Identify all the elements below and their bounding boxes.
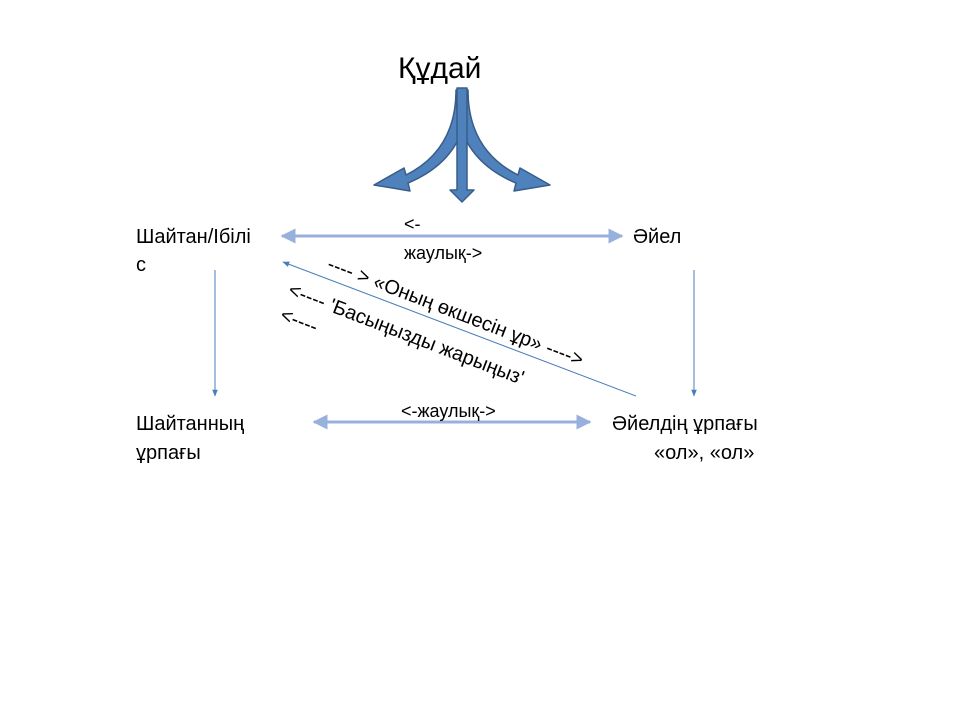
curved-arrow-left	[373, 89, 469, 192]
satan-label-line2: с	[136, 254, 146, 276]
divine-arrow-icon	[373, 87, 551, 203]
woman-seed-label-line2: «ол», «ол»	[654, 442, 755, 464]
woman-seed-label-line1: Әйелдің ұрпағы	[612, 413, 758, 435]
straight-arrow-down	[449, 87, 475, 203]
diagonal-arrow	[282, 261, 637, 397]
enmity-bottom-label: <-жаулық->	[401, 401, 496, 421]
enmity-top-label-line1: <-	[404, 214, 421, 234]
god-label: Құдай	[398, 52, 482, 85]
woman-label: Әйел	[633, 226, 682, 248]
satan-seed-label-line2: ұрпағы	[136, 442, 201, 464]
enmity-top-label-line2: жаулық->	[404, 243, 483, 263]
satan-seed-label-line1: Шайтанның	[136, 413, 245, 435]
satan-label-line1: Шайтан/Ібілі	[136, 226, 251, 248]
curved-arrow-right	[455, 89, 551, 192]
